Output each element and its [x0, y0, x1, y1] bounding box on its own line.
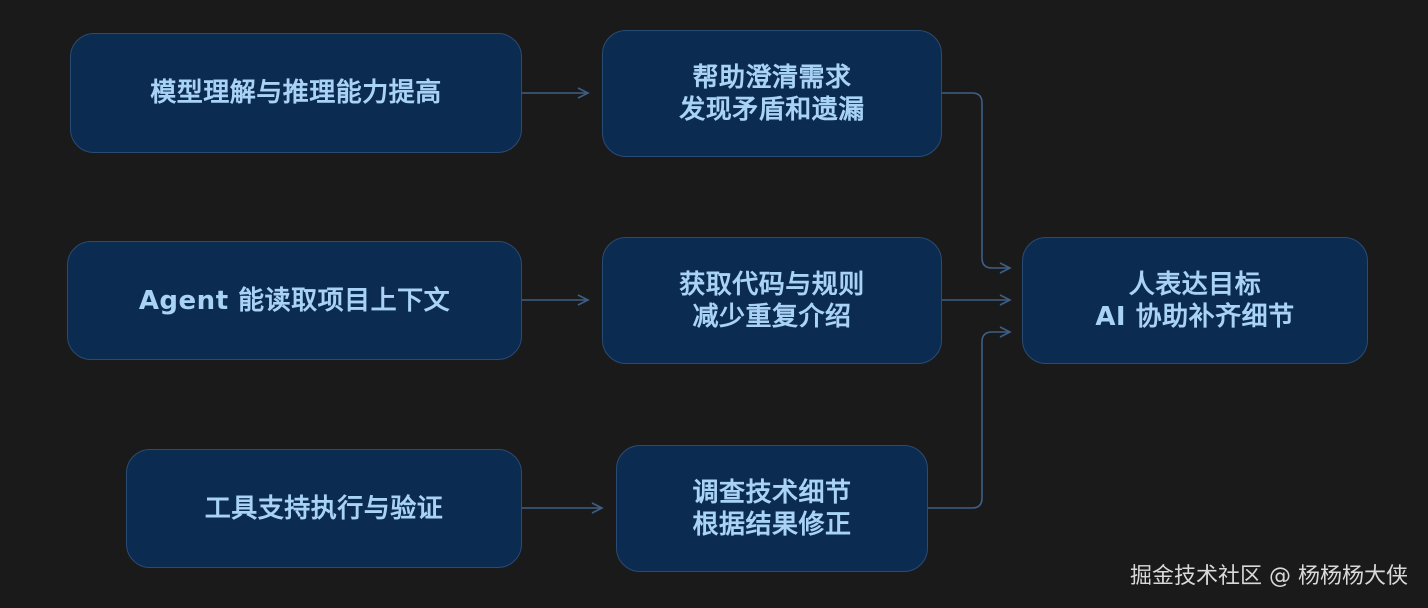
node-fetch-code-line-1: 获取代码与规则 [679, 269, 865, 300]
arrow-clarify-to-goal [942, 92, 1012, 274]
node-clarify-needs: 帮助澄清需求 发现矛盾和遗漏 [602, 30, 942, 157]
node-tool-support: 工具支持执行与验证 [126, 449, 522, 568]
node-clarify-needs-line-2: 发现矛盾和遗漏 [679, 94, 865, 125]
node-model-ability: 模型理解与推理能力提高 [70, 33, 522, 153]
node-investigate-line-1: 调查技术细节 [692, 477, 852, 508]
node-investigate: 调查技术细节 根据结果修正 [616, 445, 928, 572]
node-investigate-line-2: 根据结果修正 [692, 509, 852, 540]
node-fetch-code: 获取代码与规则 减少重复介绍 [602, 237, 942, 364]
node-tool-support-line-1: 工具支持执行与验证 [204, 493, 444, 524]
node-goal: 人表达目标 AI 协助补齐细节 [1022, 237, 1368, 364]
node-agent-context-line-1: Agent 能读取项目上下文 [138, 285, 451, 316]
node-goal-line-2: AI 协助补齐细节 [1095, 301, 1295, 332]
node-clarify-needs-line-1: 帮助澄清需求 [692, 62, 852, 93]
arrow-investigate-to-goal [928, 326, 1012, 509]
node-model-ability-line-1: 模型理解与推理能力提高 [150, 78, 442, 108]
watermark: 掘金技术社区 @ 杨杨杨大侠 [1130, 564, 1408, 589]
node-goal-line-1: 人表达目标 [1128, 269, 1262, 300]
node-agent-context: Agent 能读取项目上下文 [67, 241, 522, 360]
node-fetch-code-line-2: 减少重复介绍 [692, 301, 852, 332]
